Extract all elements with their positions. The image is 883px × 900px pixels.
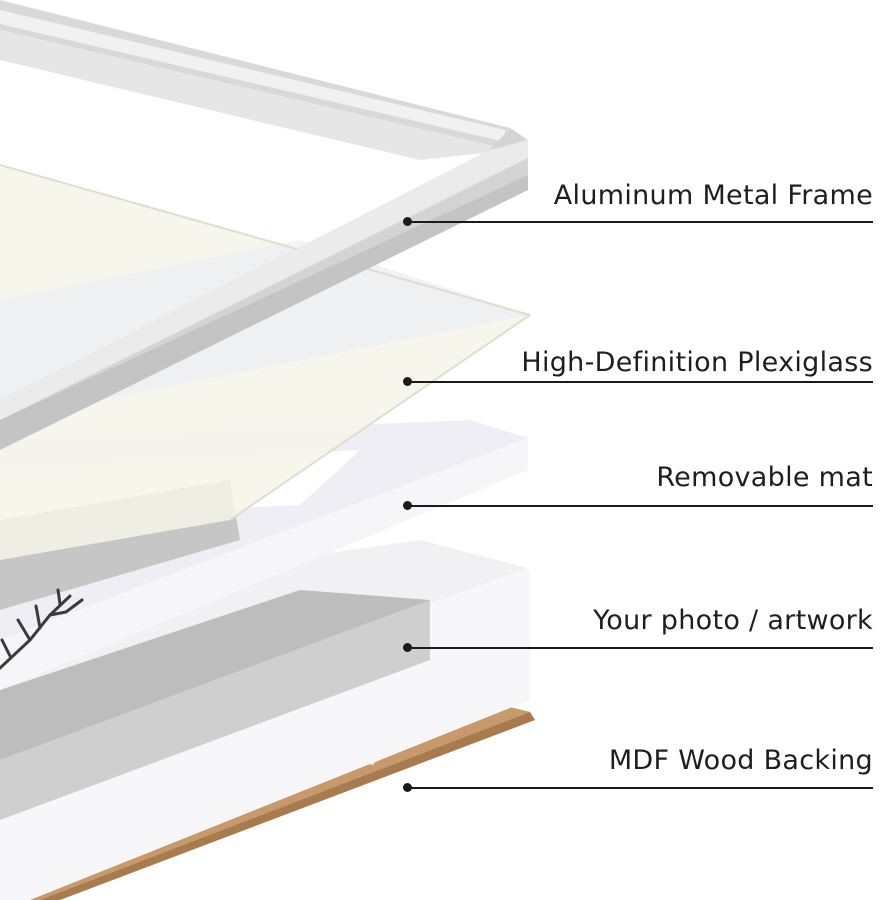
tree-branch-icon [0,588,84,670]
label-aluminum-frame: Aluminum Metal Frame [553,180,873,211]
leader-line-removable-mat [407,505,873,507]
leader-line-photo-artwork [407,647,873,649]
label-mdf-backing: MDF Wood Backing [608,745,873,776]
leader-line-aluminum-frame [407,221,873,223]
label-plexiglass: High-Definition Plexiglass [521,347,873,378]
marker-dot-plexiglass [403,377,412,386]
aluminum-frame-layer [0,0,528,450]
label-photo-artwork: Your photo / artwork [593,605,873,636]
marker-dot-mdf-backing [403,783,412,792]
marker-dot-photo-artwork [403,643,412,652]
marker-dot-aluminum-frame [403,217,412,226]
label-removable-mat: Removable mat [656,462,873,493]
marker-dot-removable-mat [403,501,412,510]
leader-line-plexiglass [407,381,873,383]
leader-line-mdf-backing [407,787,873,789]
